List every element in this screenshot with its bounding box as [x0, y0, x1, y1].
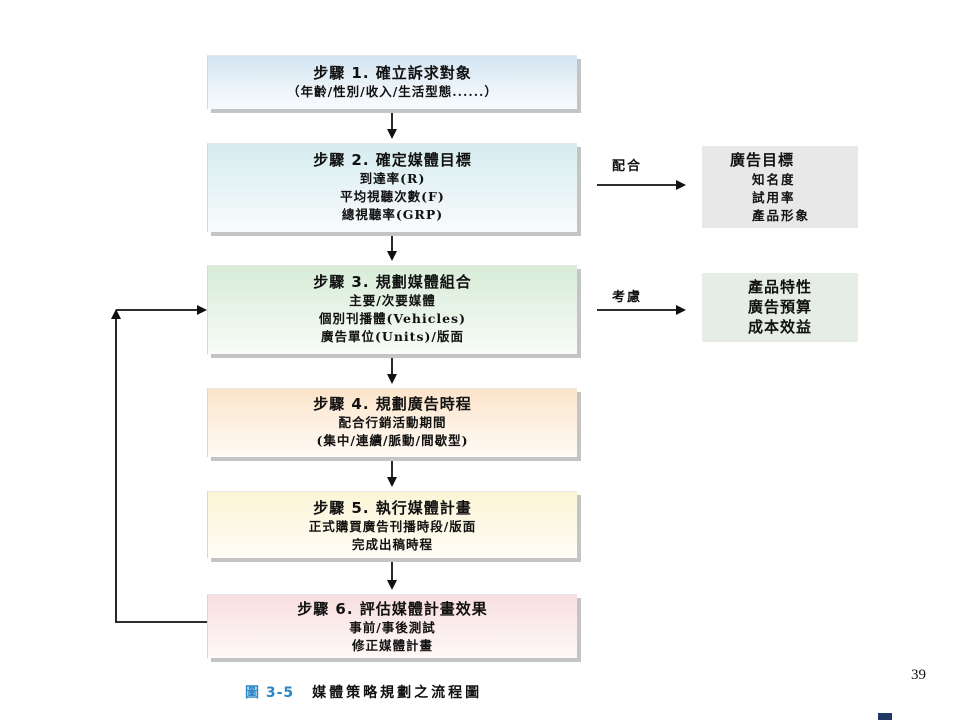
step-4-line-1: 配合行銷活動期間	[338, 415, 447, 430]
page-number: 39	[911, 667, 926, 683]
step-1-line-1: （年齡/性別/收入/生活型態......）	[287, 84, 498, 99]
step-3-line-1: 主要/次要媒體	[349, 293, 436, 308]
step-4-line-2: (集中/連續/脈動/間歇型)	[316, 433, 469, 448]
step-2-line-2: 平均視聽次數(F)	[340, 189, 445, 204]
figure-title: 媒體策略規劃之流程圖	[312, 685, 483, 701]
feedback-loop-line	[111, 309, 207, 623]
ad-goals-item-1: 知名度	[752, 172, 796, 187]
step-4-title: 步驟 4. 規劃廣告時程	[313, 395, 472, 413]
step-6-line-1: 事前/事後測試	[349, 620, 436, 635]
ad-goals-title: 廣告目標	[730, 151, 795, 169]
considerations-box: 產品特性 廣告預算 成本效益	[702, 273, 858, 342]
step-2-line-3: 總視聽率(GRP)	[341, 207, 444, 222]
considerations-item-3: 成本效益	[747, 318, 812, 336]
ad-goals-item-2: 試用率	[752, 190, 796, 205]
figure-caption: 圖 3-5 媒體策略規劃之流程圖	[245, 682, 482, 702]
step-4-box: 步驟 4. 規劃廣告時程 配合行銷活動期間 (集中/連續/脈動/間歇型)	[207, 388, 577, 457]
step-5-title: 步驟 5. 執行媒體計畫	[313, 499, 472, 517]
considerations-item-1: 產品特性	[747, 278, 812, 296]
step-3-box: 步驟 3. 規劃媒體組合 主要/次要媒體 個別刊播體(Vehicles) 廣告單…	[207, 265, 577, 354]
step-2-box: 步驟 2. 確定媒體目標 到達率(R) 平均視聽次數(F) 總視聽率(GRP)	[207, 143, 577, 232]
step-5-line-2: 完成出稿時程	[351, 537, 433, 552]
step-5-line-1: 正式購買廣告刊播時段/版面	[308, 519, 477, 534]
step-2-line-1: 到達率(R)	[359, 171, 426, 186]
step-1-title: 步驟 1. 確立訴求對象	[313, 64, 472, 82]
step-3-title: 步驟 3. 規劃媒體組合	[313, 273, 472, 291]
step-5-box: 步驟 5. 執行媒體計畫 正式購買廣告刊播時段/版面 完成出稿時程	[207, 491, 577, 558]
step-6-box: 步驟 6. 評估媒體計畫效果 事前/事後測試 修正媒體計畫	[207, 594, 577, 658]
ad-goals-box: 廣告目標 知名度 試用率 產品形象	[702, 146, 858, 228]
step-3-line-3: 廣告單位(Units)/版面	[321, 329, 464, 344]
ad-goals-arrow-label: 配合	[612, 159, 643, 174]
ad-goals-item-3: 產品形象	[752, 208, 811, 223]
considerations-item-2: 廣告預算	[747, 298, 812, 316]
step-1-box: 步驟 1. 確立訴求對象 （年齡/性別/收入/生活型態......）	[207, 55, 577, 109]
step-6-line-2: 修正媒體計畫	[351, 638, 433, 653]
corner-mark	[878, 713, 892, 720]
step-6-title: 步驟 6. 評估媒體計畫效果	[297, 600, 488, 618]
step-2-title: 步驟 2. 確定媒體目標	[313, 151, 472, 169]
considerations-arrow-label: 考慮	[612, 290, 643, 305]
figure-number: 圖 3-5	[245, 685, 295, 701]
step-3-line-2: 個別刊播體(Vehicles)	[318, 311, 467, 326]
